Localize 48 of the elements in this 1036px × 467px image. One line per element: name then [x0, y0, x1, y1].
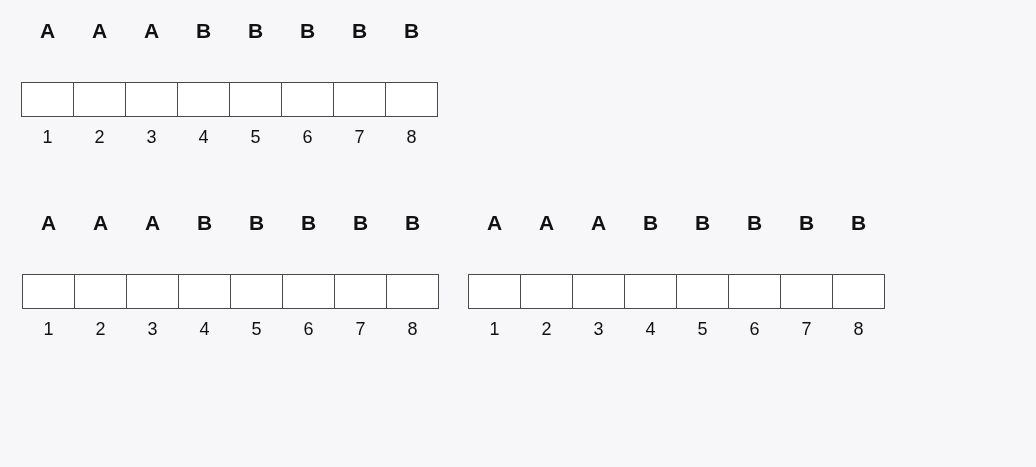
letter-label: B: [299, 19, 316, 41]
position-number: 5: [697, 320, 708, 338]
letter-label: B: [247, 19, 264, 41]
position-number: 7: [355, 320, 366, 338]
letter-label: A: [143, 19, 160, 41]
letter-label: B: [694, 211, 711, 233]
letter-label: A: [40, 211, 57, 233]
letter-label: A: [538, 211, 555, 233]
position-number: 8: [407, 320, 418, 338]
position-number: 2: [94, 128, 105, 146]
position-number: 2: [95, 320, 106, 338]
position-number: 7: [354, 128, 365, 146]
position-number: 8: [406, 128, 417, 146]
position-number: 4: [645, 320, 656, 338]
letter-label: A: [590, 211, 607, 233]
letter-label: B: [195, 19, 212, 41]
position-number: 8: [853, 320, 864, 338]
position-number: 1: [42, 128, 53, 146]
letter-label: B: [642, 211, 659, 233]
letter-label: A: [92, 211, 109, 233]
position-number: 3: [147, 320, 158, 338]
letter-label: A: [39, 19, 56, 41]
position-number: 4: [199, 320, 210, 338]
letter-label: B: [352, 211, 369, 233]
position-number: 3: [593, 320, 604, 338]
letter-label: B: [404, 211, 421, 233]
position-number: 6: [302, 128, 313, 146]
letter-label: A: [144, 211, 161, 233]
letter-label: B: [403, 19, 420, 41]
letter-label: B: [351, 19, 368, 41]
position-number: 3: [146, 128, 157, 146]
letter-label: B: [300, 211, 317, 233]
position-number: 6: [749, 320, 760, 338]
letter-label: B: [248, 211, 265, 233]
position-number: 6: [303, 320, 314, 338]
position-number: 1: [489, 320, 500, 338]
letter-label: B: [196, 211, 213, 233]
letter-label: B: [798, 211, 815, 233]
letter-label: A: [486, 211, 503, 233]
position-number: 4: [198, 128, 209, 146]
letter-label: B: [850, 211, 867, 233]
position-number: 1: [43, 320, 54, 338]
letter-label: A: [91, 19, 108, 41]
position-number: 2: [541, 320, 552, 338]
letter-label: B: [746, 211, 763, 233]
position-number: 5: [251, 320, 262, 338]
position-number: 5: [250, 128, 261, 146]
position-number: 7: [801, 320, 812, 338]
